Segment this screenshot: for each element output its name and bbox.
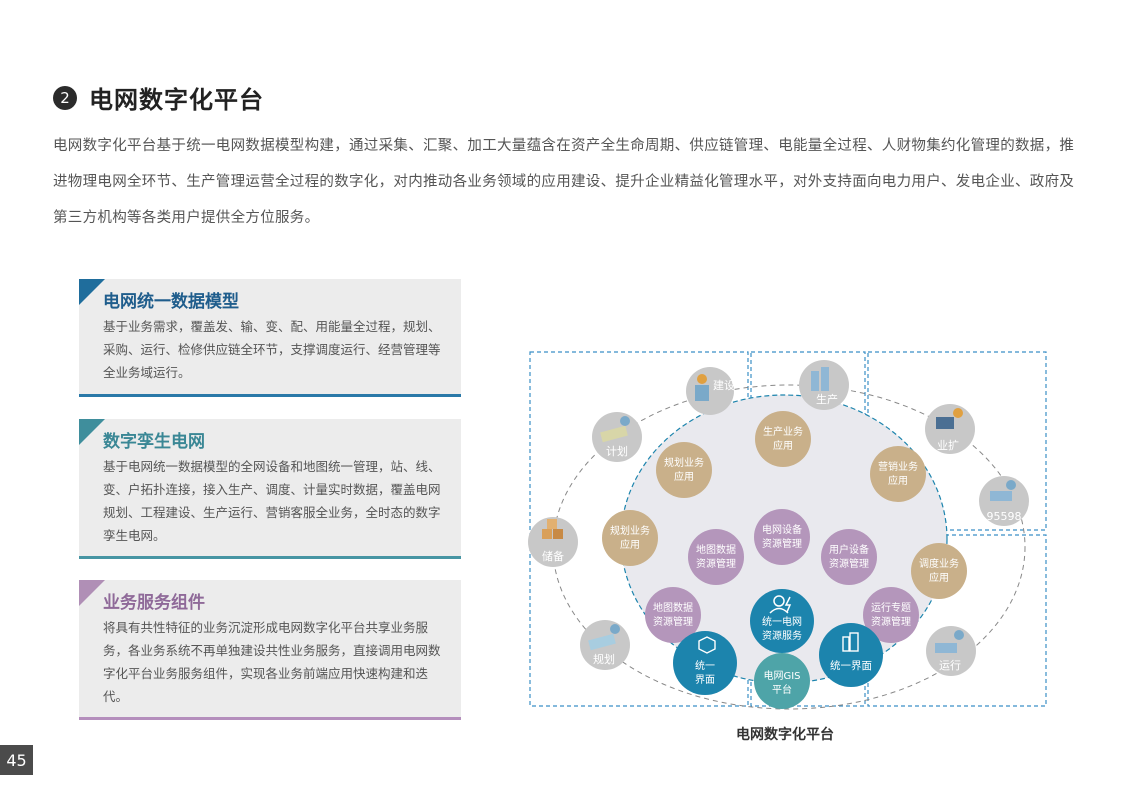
resource-node-ditu: 地图数据 资源管理 [645,587,701,643]
outer-node-yekuo: 业扩 [925,404,975,454]
card-corner-triangle [79,580,105,606]
app-node-guihua: 规划业务 应用 [602,510,658,566]
core-node-gis: 电网GIS 平台 [754,653,810,709]
outer-node-95598: 95598 [979,476,1029,526]
outer-node-jianshe: 建设 [686,367,735,415]
app-node-label-line1: 调度业务 [919,557,959,570]
card-digital-twin: 数字孪生电网 基于电网统一数据模型的全网设备和地图统一管理，站、线、变、户拓扑连… [79,419,461,559]
core-node-label: 统一界面 [830,659,872,672]
resource-node-label-line2: 资源管理 [696,557,736,570]
card-bottom-bar [79,717,461,720]
resource-node-guihuasheji: 地图数据 资源管理 [688,529,744,585]
card-title: 数字孪生电网 [103,432,205,452]
app-node-label-line1: 规划业务 [610,524,650,537]
core-node-label-line1: 电网GIS [763,669,800,682]
outer-node-label: 储备 [542,549,564,563]
app-node-diaodu: 调度业务 应用 [911,543,967,599]
platform-diagram: 建设 生产 计划 业扩 95598 储备 规划 [528,351,1047,710]
app-node-label-line2: 应用 [773,439,793,452]
resource-node-label-line1: 运行专题 [871,601,911,614]
core-node-label-line2: 界面 [695,674,715,686]
section-title: 电网数字化平台 [89,86,264,114]
intro-paragraph: 电网数字化平台基于统一电网数据模型构建，通过采集、汇聚、加工大量蕴含在资产全生命… [53,138,1075,226]
resource-node-label-line2: 资源管理 [871,615,911,628]
outer-node-label: 建设 [713,378,735,392]
app-node-label-line1: 规划业务 [664,456,704,469]
core-node-data-model: 统一 界面 [673,631,737,695]
core-node-label-line1: 统一电网 [762,615,802,628]
outer-node-shengchan: 生产 [799,360,849,410]
cube-icon [698,636,716,654]
resource-node-label-line2: 资源管理 [653,615,693,628]
app-node-yingxiao: 营销业务 应用 [870,446,926,502]
card-service-components: 业务服务组件 将具有共性特征的业务沉淀形成电网数字化平台共享业务服务，各业务系统… [79,580,461,720]
core-node-label-line2: 平台 [772,683,792,696]
core-node-ui: 统一界面 [819,623,883,687]
outer-node-label: 计划 [606,445,628,458]
section-number-badge: 2 [53,85,77,110]
resource-node-label-line1: 电网设备 [762,523,802,536]
core-node-label-line1: 统一 [695,659,715,672]
card-data-model: 电网统一数据模型 基于业务需求，覆盖发、输、变、配、用能量全过程，规划、采购、运… [79,279,461,397]
building-icon [842,636,850,652]
resource-node-yunxing: 运行专题 资源管理 [863,587,919,643]
core-node-resource-service: 统一电网 资源服务 [750,589,814,653]
app-node-label-line2: 应用 [674,470,694,483]
core-node-label-line2: 资源服务 [762,629,802,642]
app-node-label-line1: 营销业务 [878,460,918,473]
resource-node-dianwang: 电网设备 资源管理 [754,509,810,565]
user-lightning-icon [773,595,785,607]
app-node-label-line2: 应用 [620,538,640,551]
app-node-label-line2: 应用 [888,474,908,487]
app-node-label-line2: 应用 [929,571,949,584]
section-heading: 2 电网数字化平台 [53,80,264,115]
outer-node-yunxing: 运行 [926,626,976,676]
card-corner-triangle [79,279,105,305]
diagram-caption: 电网数字化平台 [736,727,834,743]
outer-node-guihua: 规划 [580,620,630,670]
card-title: 业务服务组件 [103,593,205,613]
card-bottom-bar [79,556,461,559]
outer-node-label: 规划 [593,652,615,666]
resource-node-label-line1: 地图数据 [653,601,693,614]
card-title: 电网统一数据模型 [103,292,239,312]
app-node-shengchan: 生产业务 应用 [755,411,811,467]
card-corner-triangle [79,419,105,445]
resource-node-label-line1: 用户设备 [829,543,869,556]
outer-node-label: 业扩 [937,438,959,452]
card-text: 基于电网统一数据模型的全网设备和地图统一管理，站、线、变、户拓扑连接，接入生产、… [103,459,441,543]
card-text: 将具有共性特征的业务沉淀形成电网数字化平台共享业务服务，各业务系统不再单独建设共… [103,620,441,704]
outer-node-jihua: 计划 [592,412,642,462]
card-bottom-bar [79,394,461,397]
resource-node-label-line2: 资源管理 [762,537,802,550]
outer-node-label: 95598 [987,510,1022,523]
card-text: 基于业务需求，覆盖发、输、变、配、用能量全过程，规划、采购、运行、检修供应链全环… [103,319,441,380]
resource-node-label-line2: 资源管理 [829,557,869,570]
outer-node-chubei: 储备 [528,517,578,567]
page-number: 45 [0,745,33,775]
outer-node-label: 运行 [939,659,961,672]
resource-node-label-line1: 地图数据 [696,543,736,556]
resource-node-yonghu: 用户设备 资源管理 [821,529,877,585]
app-node-label-line1: 生产业务 [763,425,803,438]
outer-node-label: 生产 [816,392,838,406]
app-node-jijian: 规划业务 应用 [656,442,712,498]
